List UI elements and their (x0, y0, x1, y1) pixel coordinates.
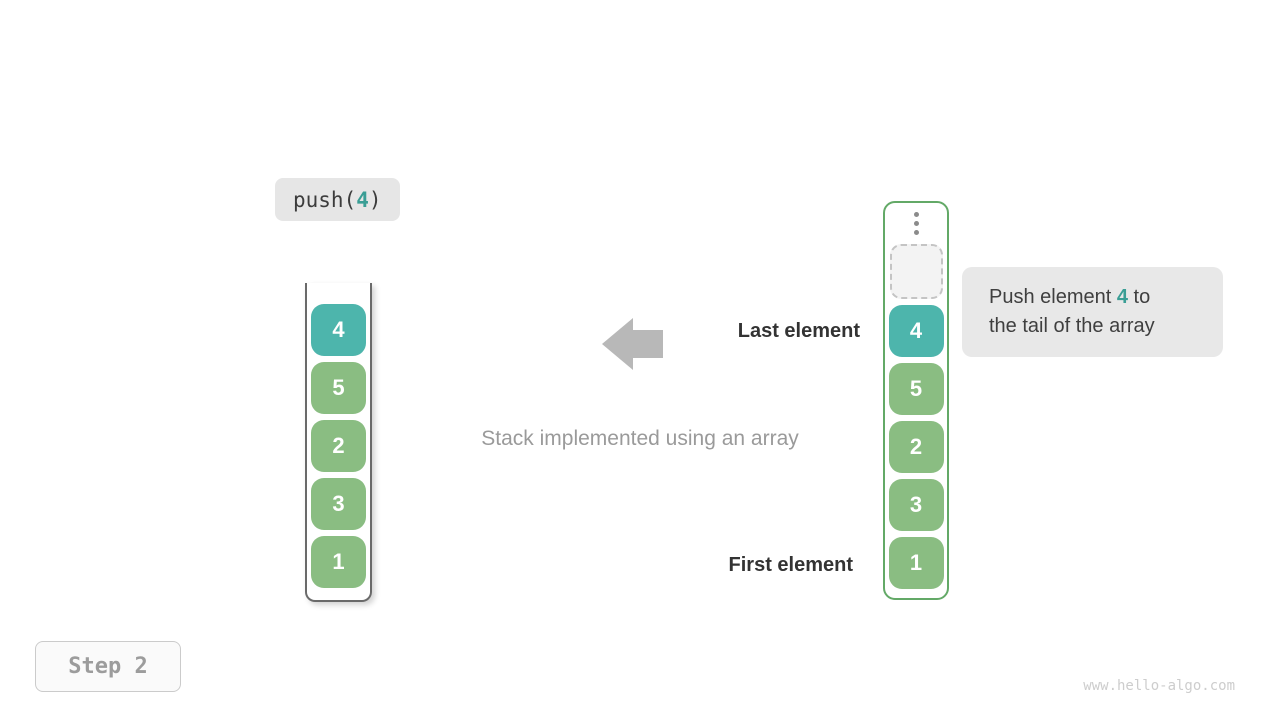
push-label-value: 4 (356, 187, 369, 212)
array-cell-pushed: 4 (888, 305, 944, 357)
watermark-url: www.hello-algo.com (1083, 678, 1235, 694)
array-cell: 1 (888, 537, 944, 589)
last-element-label: Last element (737, 320, 860, 342)
arrow-head (602, 318, 633, 370)
stack-cell: 2 (311, 420, 366, 472)
diagram-caption: Stack implemented using an array (481, 427, 799, 450)
step-badge: Step 2 (35, 641, 181, 692)
tooltip-line2: the tail of the array (989, 315, 1155, 337)
stack-container-left: 4 5 2 3 1 (305, 283, 372, 602)
array-cell: 3 (888, 479, 944, 531)
tooltip-text-before: Push element (989, 286, 1117, 308)
stack-cell-top: 4 (311, 304, 366, 356)
stack-cell: 5 (311, 362, 366, 414)
array-container-right: 4 5 2 3 1 (883, 201, 949, 600)
push-operation-label: push(4) (275, 178, 400, 221)
stack-cell-bottom: 1 (311, 536, 366, 588)
stack-cell: 3 (311, 478, 366, 530)
tooltip-value: 4 (1116, 286, 1128, 308)
push-label-suffix: ) (368, 187, 382, 212)
vertical-ellipsis-icon (913, 212, 919, 235)
annotation-tooltip: Push element 4 to the tail of the array (962, 267, 1223, 357)
tooltip-line1: Push element 4 to (989, 283, 1223, 312)
left-arrow-icon (602, 318, 663, 370)
empty-slot (889, 244, 943, 299)
tooltip-text-after: to (1127, 286, 1151, 308)
array-cell: 2 (888, 421, 944, 473)
first-element-label: First element (728, 554, 853, 576)
array-cell: 5 (888, 363, 944, 415)
arrow-tail (633, 330, 663, 358)
push-label-prefix: push( (293, 187, 357, 212)
